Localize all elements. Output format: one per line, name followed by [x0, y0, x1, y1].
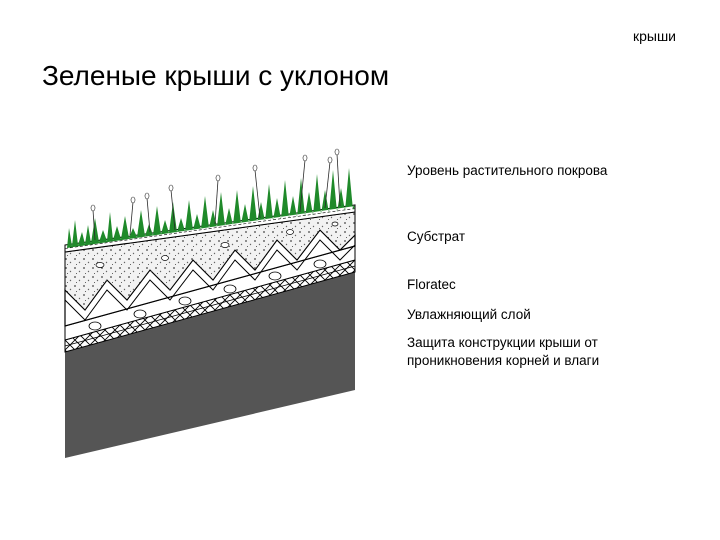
legend-floratec: Floratec — [407, 277, 456, 292]
legend-substrate: Субстрат — [407, 229, 466, 244]
roof-slab — [65, 272, 355, 458]
vegetation-layer — [67, 168, 355, 248]
substrate-pebbles — [95, 221, 339, 268]
header-tag: крыши — [632, 28, 676, 44]
legend-root-protection: Защита конструкции крыши от проникновени… — [407, 335, 600, 368]
moisture-layer-pebbles — [88, 259, 327, 331]
vegetation-seedheads — [90, 148, 340, 212]
page-title: Зеленые крыши с уклоном — [42, 60, 390, 91]
green-roof-cross-section — [64, 148, 356, 458]
legend-moisture-layer: Увлажняющий слой — [407, 307, 531, 322]
vegetation-stems — [92, 153, 341, 241]
legend-vegetation: Уровень растительного покрова — [407, 163, 608, 178]
